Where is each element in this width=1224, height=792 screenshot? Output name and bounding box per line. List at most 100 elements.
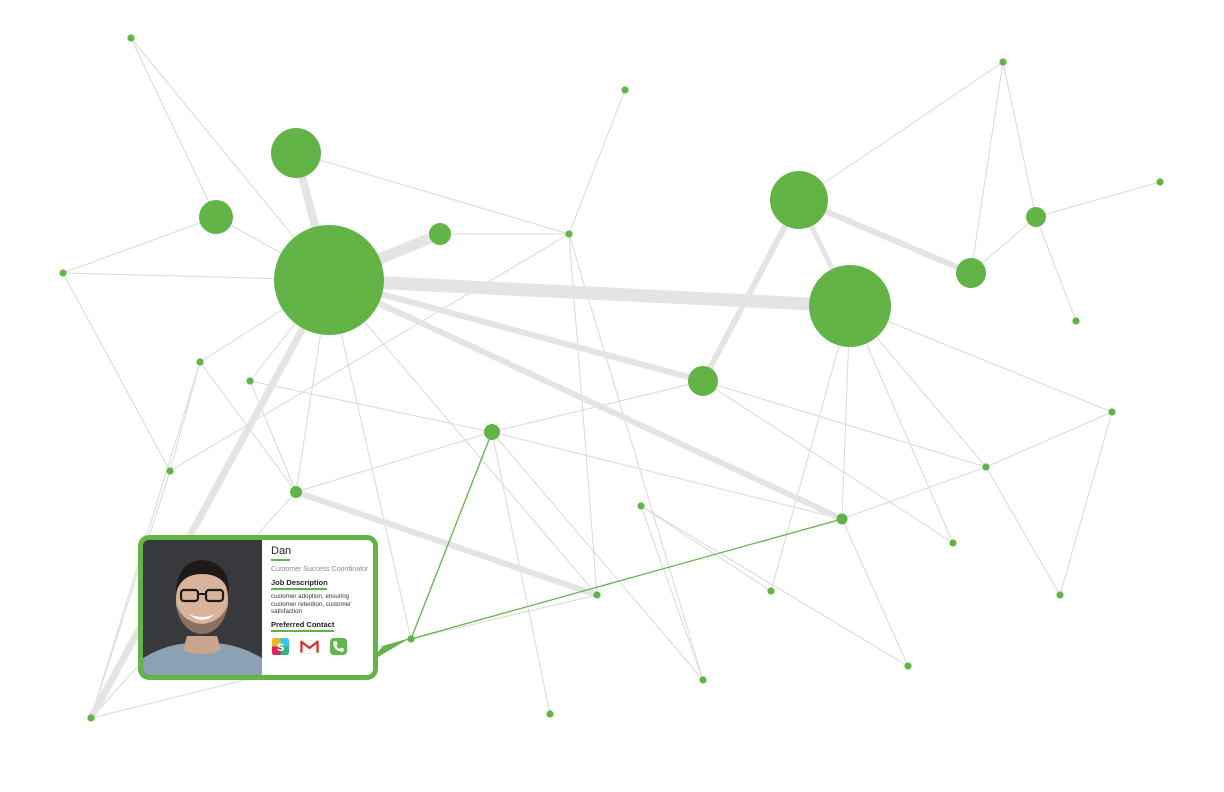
edge-line bbox=[295, 152, 570, 235]
edge-line bbox=[640, 505, 909, 667]
graph-node[interactable] bbox=[1156, 178, 1164, 186]
edge-line bbox=[1059, 411, 1113, 596]
person-name: Dan bbox=[271, 545, 292, 557]
edge-line bbox=[491, 431, 843, 520]
edge-line bbox=[62, 272, 171, 472]
edge-line bbox=[249, 380, 297, 493]
phone-icon[interactable] bbox=[329, 637, 348, 656]
graph-node[interactable] bbox=[637, 502, 645, 510]
edge-line bbox=[770, 305, 851, 592]
strong-edge-line bbox=[326, 277, 845, 522]
divider bbox=[271, 559, 290, 561]
edge-line bbox=[1035, 181, 1161, 218]
edge-line bbox=[702, 380, 987, 468]
graph-node[interactable] bbox=[199, 200, 233, 234]
graph-node[interactable] bbox=[246, 377, 254, 385]
graph-node[interactable] bbox=[87, 714, 95, 722]
edge-line bbox=[169, 233, 570, 472]
strong-edge-line bbox=[326, 277, 706, 384]
graph-node[interactable] bbox=[770, 171, 828, 229]
strong-edge-line bbox=[796, 197, 974, 276]
graph-node[interactable] bbox=[274, 225, 384, 335]
strong-edge-line bbox=[700, 197, 802, 384]
graph-node[interactable] bbox=[59, 269, 67, 277]
strong-edge-line bbox=[322, 273, 857, 313]
graph-node[interactable] bbox=[429, 223, 451, 245]
highlighted-edge-line bbox=[410, 518, 843, 640]
graph-node[interactable] bbox=[904, 662, 912, 670]
card-pointer bbox=[368, 638, 410, 663]
profile-photo bbox=[143, 540, 262, 675]
edge-line bbox=[130, 37, 217, 218]
job-description-text: customer adoption, ensuring customer ret… bbox=[271, 593, 352, 615]
graph-node[interactable] bbox=[688, 366, 718, 396]
svg-text:S: S bbox=[277, 641, 285, 653]
edge-line bbox=[249, 380, 493, 433]
strong-edge-line bbox=[293, 489, 600, 598]
edge-line bbox=[841, 518, 909, 667]
graph-node[interactable] bbox=[484, 424, 500, 440]
edge-line bbox=[640, 505, 772, 592]
edge-line bbox=[62, 216, 217, 274]
graph-node[interactable] bbox=[982, 463, 990, 471]
edge-line bbox=[798, 61, 1004, 201]
graph-node[interactable] bbox=[956, 258, 986, 288]
graph-node[interactable] bbox=[809, 265, 891, 347]
edge-line bbox=[568, 233, 704, 681]
graph-node[interactable] bbox=[593, 591, 601, 599]
graph-node[interactable] bbox=[949, 539, 957, 547]
strong-edges bbox=[87, 149, 974, 722]
graph-node[interactable] bbox=[699, 676, 707, 684]
slack-icon[interactable]: S bbox=[271, 637, 290, 656]
graph-node[interactable] bbox=[166, 467, 174, 475]
edge-line bbox=[640, 505, 704, 681]
divider bbox=[271, 588, 327, 590]
divider bbox=[271, 629, 334, 632]
graph-node[interactable] bbox=[1056, 591, 1064, 599]
highlighted-edge-line bbox=[410, 431, 493, 640]
edge-line bbox=[410, 594, 598, 640]
edge-line bbox=[849, 305, 954, 544]
highlighted-edges bbox=[410, 431, 843, 640]
graph-node[interactable] bbox=[1072, 317, 1080, 325]
graph-node[interactable] bbox=[836, 513, 848, 525]
edge-line bbox=[328, 279, 412, 640]
person-card[interactable]: Dan Customer Success Coordinator Job Des… bbox=[138, 535, 378, 680]
edge-line bbox=[328, 279, 598, 596]
graph-node[interactable] bbox=[127, 34, 135, 42]
gmail-icon[interactable] bbox=[300, 637, 319, 656]
person-role: Customer Success Coordinator bbox=[271, 566, 369, 573]
graph-node[interactable] bbox=[546, 710, 554, 718]
edge-line bbox=[702, 380, 954, 544]
card-info: Dan Customer Success Coordinator Job Des… bbox=[271, 544, 369, 656]
strong-edge-line bbox=[87, 276, 333, 722]
edge-line bbox=[985, 411, 1113, 468]
graph-node[interactable] bbox=[196, 358, 204, 366]
edge-line bbox=[491, 431, 551, 715]
job-description-heading: Job Description bbox=[271, 578, 328, 587]
edge-line bbox=[1002, 61, 1037, 218]
edge-line bbox=[970, 61, 1004, 274]
graph-node[interactable] bbox=[767, 587, 775, 595]
edge-line bbox=[849, 305, 1113, 413]
edge-line bbox=[985, 466, 1061, 596]
edge-line bbox=[568, 89, 626, 235]
graph-node[interactable] bbox=[1108, 408, 1116, 416]
graph-node[interactable] bbox=[271, 128, 321, 178]
edge-line bbox=[491, 431, 704, 681]
contact-icons: S bbox=[271, 637, 369, 656]
graph-node[interactable] bbox=[565, 230, 573, 238]
edge-line bbox=[90, 470, 171, 719]
graph-node[interactable] bbox=[999, 58, 1007, 66]
edge-line bbox=[169, 361, 201, 472]
graph-node[interactable] bbox=[621, 86, 629, 94]
nodes bbox=[59, 34, 1164, 722]
edge-line bbox=[1035, 216, 1077, 322]
graph-node[interactable] bbox=[1026, 207, 1046, 227]
graph-node[interactable] bbox=[290, 486, 302, 498]
graph-node[interactable] bbox=[407, 635, 415, 643]
edge-line bbox=[841, 466, 987, 520]
edge-line bbox=[295, 431, 493, 493]
preferred-contact-heading: Preferred Contact bbox=[271, 619, 335, 629]
